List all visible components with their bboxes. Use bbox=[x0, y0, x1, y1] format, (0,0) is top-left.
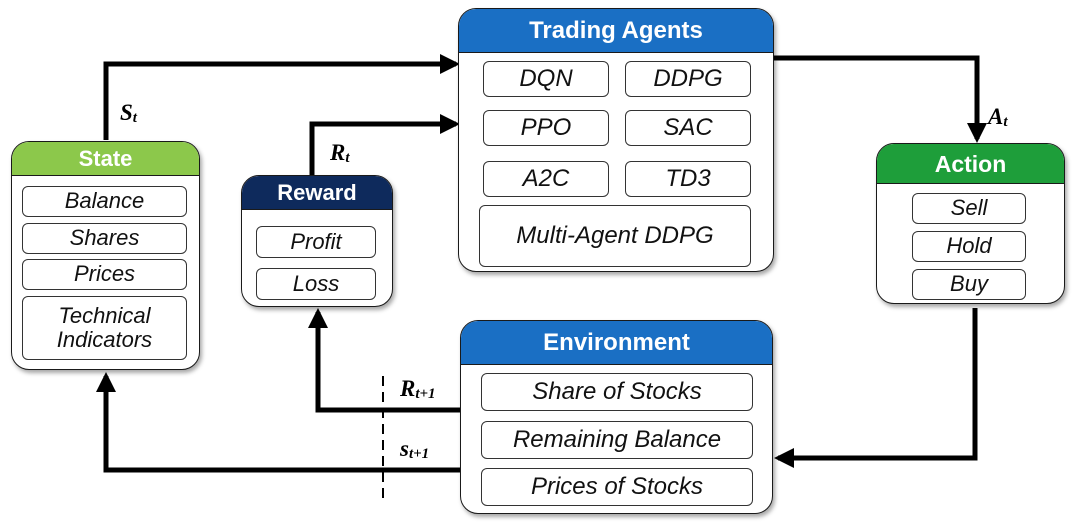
state-item-technical-indicators: Technical Indicators bbox=[22, 296, 187, 360]
agent-a2c: A2C bbox=[483, 161, 609, 197]
agent-dqn: DQN bbox=[483, 61, 609, 97]
arrow-environment-to-reward bbox=[308, 308, 460, 413]
action-item-hold: Hold bbox=[912, 231, 1026, 262]
state-item-shares: Shares bbox=[22, 223, 187, 254]
state-item-balance: Balance bbox=[22, 186, 187, 217]
symbol-s-t: St bbox=[120, 100, 137, 126]
action-item-sell: Sell bbox=[912, 193, 1026, 224]
arrow-action-to-environment bbox=[774, 308, 978, 468]
environment-header: Environment bbox=[461, 321, 772, 365]
arrow-environment-to-state bbox=[96, 372, 460, 473]
reward-item-loss: Loss bbox=[256, 268, 376, 300]
agent-td3: TD3 bbox=[625, 161, 751, 197]
trading-agents-header: Trading Agents bbox=[459, 9, 773, 53]
agent-ddpg: DDPG bbox=[625, 61, 751, 97]
reward-header: Reward bbox=[242, 176, 392, 210]
agent-sac: SAC bbox=[625, 110, 751, 146]
state-item-prices: Prices bbox=[22, 259, 187, 290]
symbol-r-t: Rt bbox=[330, 140, 350, 166]
agent-ppo: PPO bbox=[483, 110, 609, 146]
action-header: Action bbox=[877, 144, 1064, 184]
environment-item-share-of-stocks: Share of Stocks bbox=[481, 373, 753, 411]
agent-multi-agent-ddpg: Multi-Agent DDPG bbox=[479, 205, 751, 267]
arrow-reward-to-agents bbox=[309, 114, 460, 176]
action-item-buy: Buy bbox=[912, 269, 1026, 300]
trading-agents-box: Trading Agents DQN DDPG PPO SAC A2C TD3 … bbox=[458, 8, 774, 272]
environment-box: Environment Share of Stocks Remaining Ba… bbox=[460, 320, 773, 514]
state-box: State Balance Shares Prices Technical In… bbox=[11, 141, 200, 370]
reward-box: Reward Profit Loss bbox=[241, 175, 393, 307]
state-header: State bbox=[12, 142, 199, 176]
arrow-agents-to-action bbox=[772, 55, 987, 143]
action-box: Action Sell Hold Buy bbox=[876, 143, 1065, 304]
environment-item-remaining-balance: Remaining Balance bbox=[481, 421, 753, 459]
symbol-a-t: At bbox=[988, 104, 1008, 130]
arrow-state-to-agents bbox=[103, 54, 460, 140]
symbol-s-t-plus-1: st+1 bbox=[400, 436, 430, 462]
reward-item-profit: Profit bbox=[256, 226, 376, 258]
symbol-r-t-plus-1: Rt+1 bbox=[400, 376, 436, 402]
environment-item-prices-of-stocks: Prices of Stocks bbox=[481, 468, 753, 506]
